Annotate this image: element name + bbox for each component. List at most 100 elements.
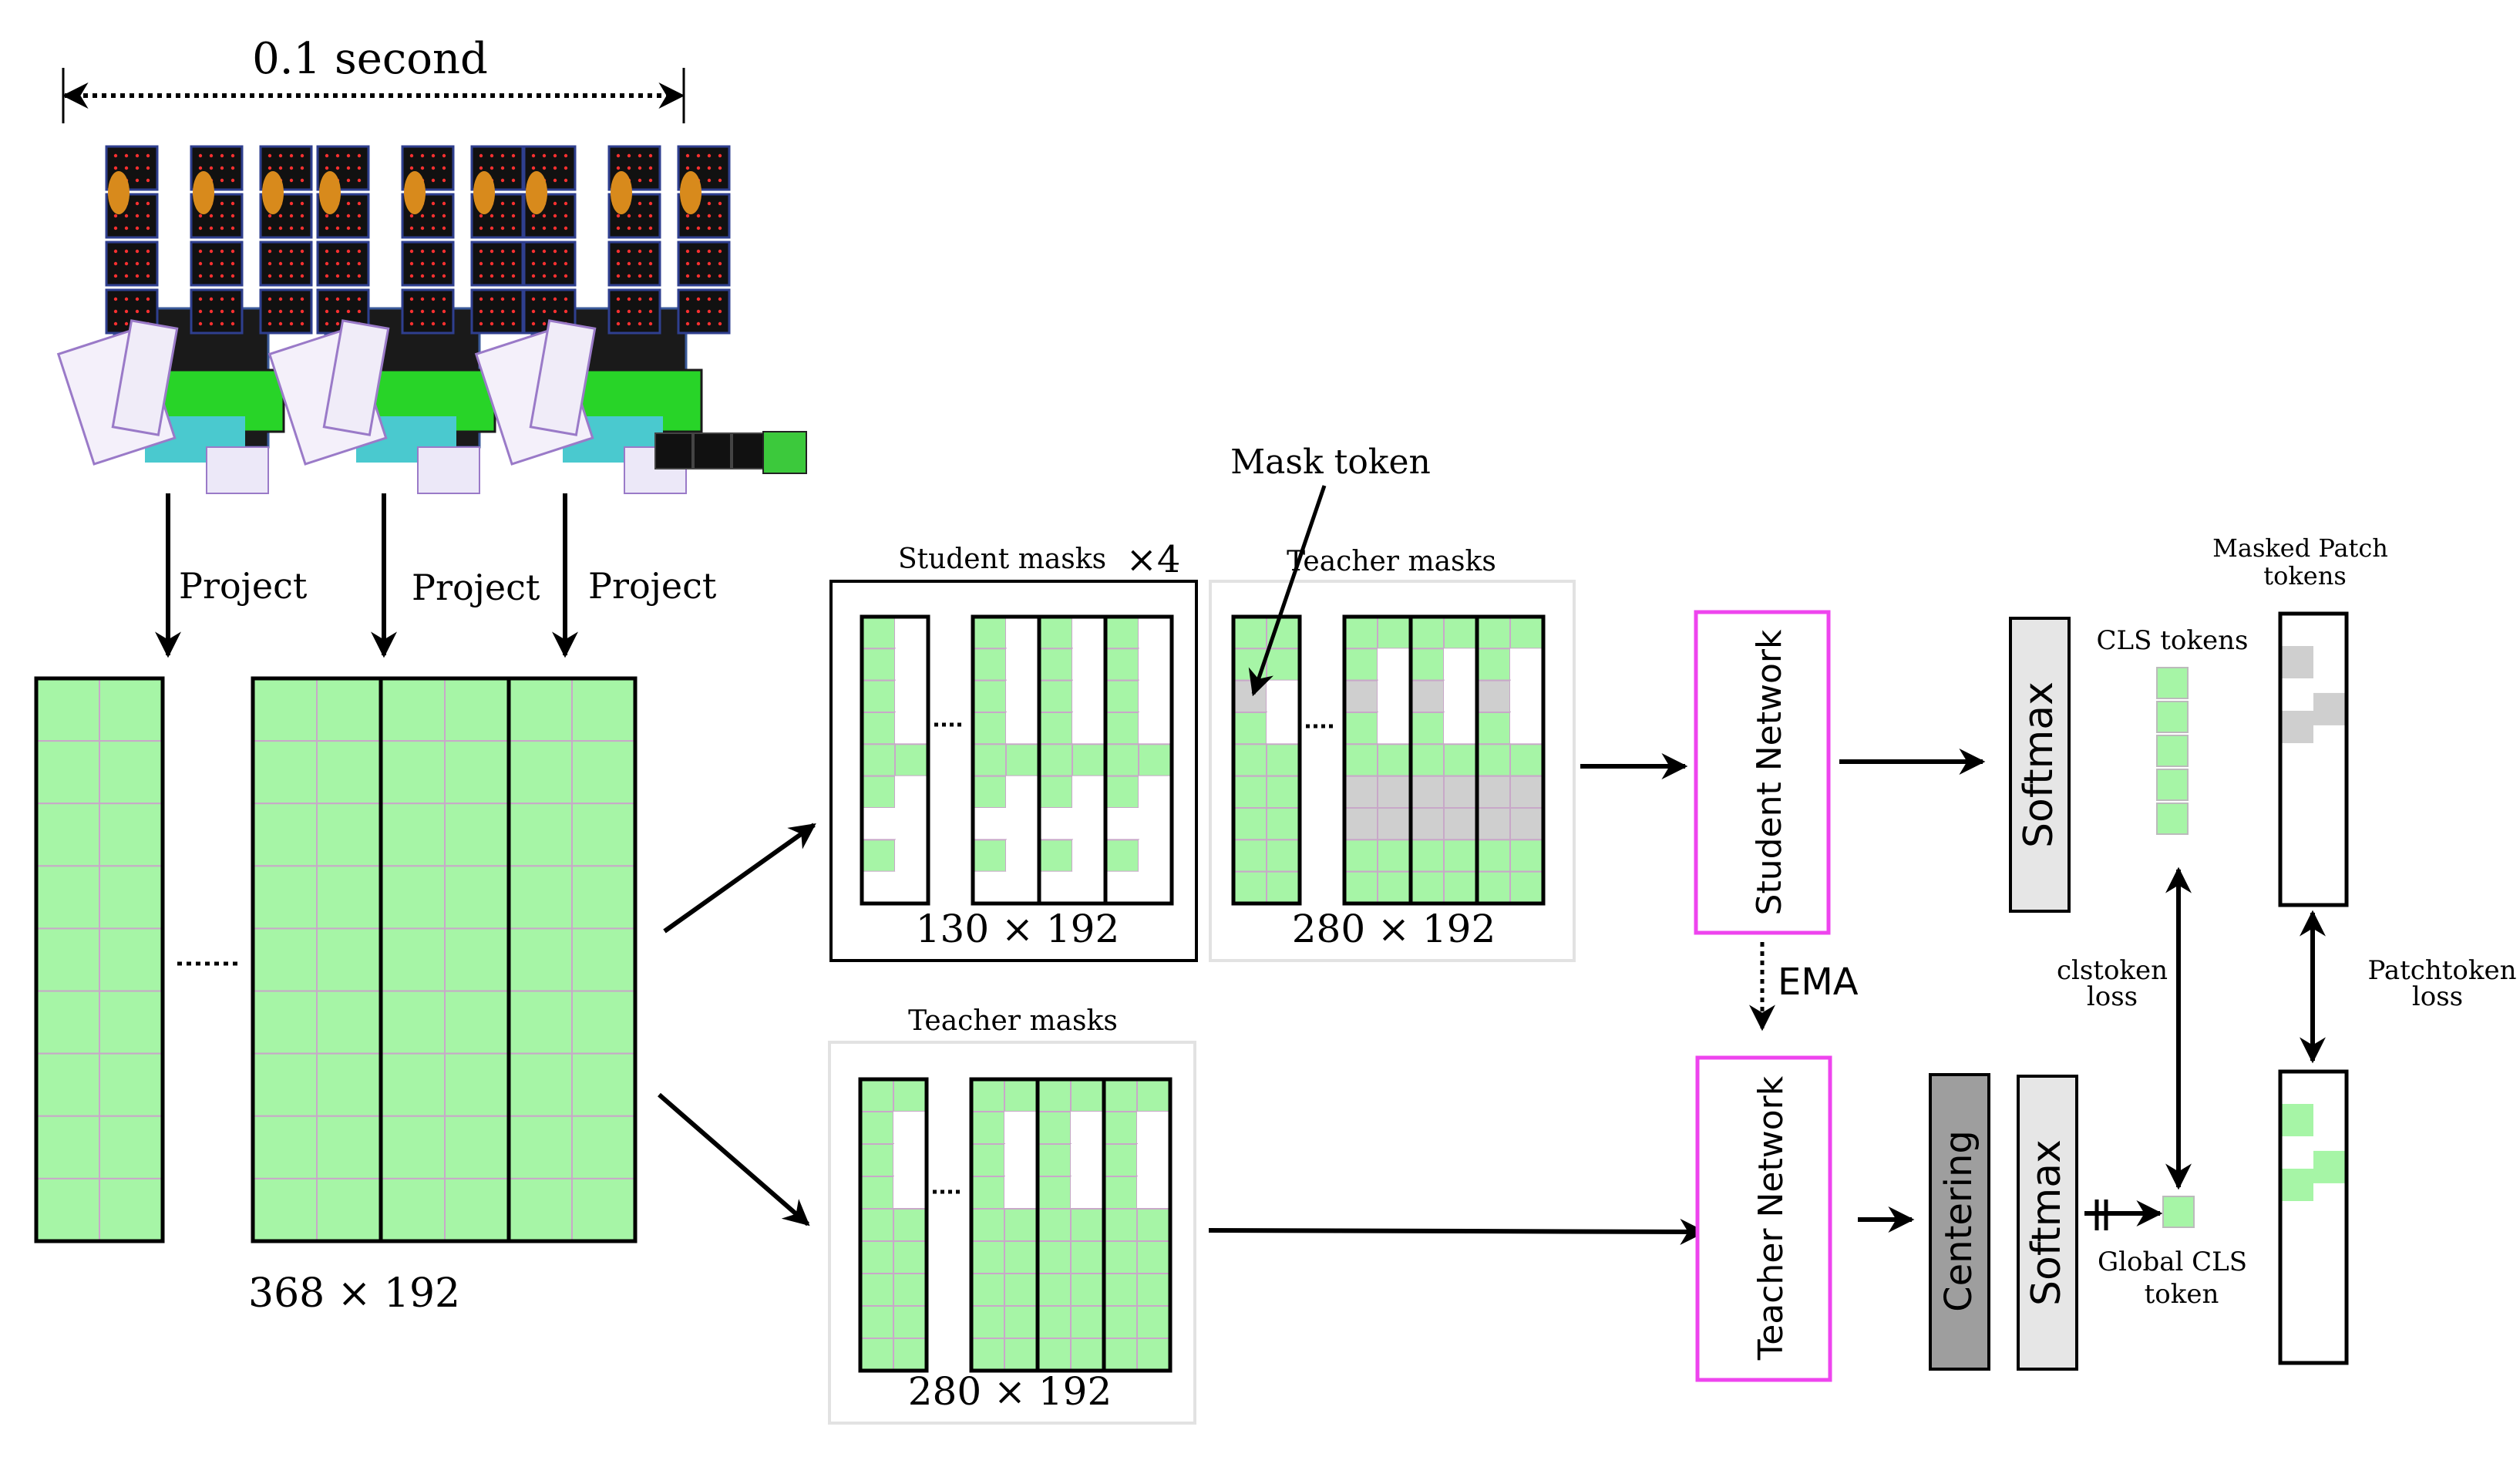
patch-cell: [1410, 743, 1445, 777]
patch-cell: [571, 865, 636, 930]
patch-cell: [1037, 1208, 1072, 1242]
teacher-top-column-3: [1408, 614, 1479, 906]
patch-cell: [1072, 871, 1105, 903]
patch-cell: [380, 678, 446, 742]
patch-cell: [1509, 839, 1544, 873]
patch-cell: [316, 1115, 382, 1179]
patch-cell: [1038, 743, 1073, 777]
patch-cell: [571, 1115, 636, 1179]
teacher-masks-bottom-size: 280 × 192: [908, 1369, 1112, 1414]
patch-cell: [1344, 870, 1378, 904]
patch-cell: [1006, 648, 1039, 681]
patch-cell: [99, 740, 163, 805]
patch-cell: [1105, 839, 1139, 873]
patch-cell: [1267, 712, 1300, 745]
patch-cell: [380, 990, 446, 1055]
patch-cell: [444, 678, 510, 742]
patch-cell: [380, 803, 446, 867]
patch-cell: [971, 1078, 1005, 1112]
patch-cell: [1004, 1240, 1038, 1274]
patch-cell: [1105, 775, 1139, 809]
patch-cell: [35, 803, 100, 867]
patch-cell: [1476, 870, 1511, 904]
patch-token: [2313, 692, 2347, 725]
patch-cell: [571, 803, 636, 867]
patch-cell: [444, 1177, 510, 1243]
patch-cell: [1344, 616, 1378, 650]
patch-cell: [895, 871, 928, 903]
student-mask-column-4: [1103, 614, 1174, 906]
patch-cell: [1233, 616, 1267, 650]
patch-cell: [861, 616, 896, 650]
patch-cell: [1139, 712, 1172, 745]
patch-cell: [971, 1273, 1005, 1307]
patch-cell: [508, 678, 573, 742]
patch-cell: [893, 1176, 927, 1209]
patch-cell: [1476, 807, 1511, 841]
patch-cell: [893, 1208, 927, 1242]
patch-cell: [1103, 1208, 1138, 1242]
patch-cell: [444, 740, 510, 805]
patch-cell: [1004, 1078, 1038, 1112]
patch-cell: [1004, 1144, 1038, 1176]
patch-cell: [1136, 1240, 1171, 1274]
patch-cell: [1105, 871, 1139, 903]
patch-cell: [1266, 839, 1300, 873]
patch-cell: [1266, 870, 1300, 904]
patch-token: [2280, 1169, 2313, 1201]
patch-cell: [508, 740, 573, 805]
robot-hand-1: [56, 145, 313, 494]
patch-cell: [1139, 808, 1172, 840]
patch-cell: [1071, 1144, 1104, 1176]
patch-cell: [1344, 648, 1378, 681]
patch-cell: [972, 648, 1007, 681]
main-patch-grid: [34, 676, 638, 1243]
patch-cell: [316, 927, 382, 992]
patch-cell: [1344, 807, 1378, 841]
trailing-tactile-strip: [654, 431, 807, 474]
patch-cell: [1070, 1305, 1105, 1339]
cls-tokens-label: CLS tokens: [2097, 625, 2249, 656]
student-mask-column-1: [860, 614, 930, 906]
teacher-masks-top-box: Teacher masks 280 × 192: [1209, 546, 1576, 962]
cls-token: [2156, 667, 2189, 699]
arrow-to-teacher-network: [1208, 1218, 1707, 1245]
patch-cell: [252, 678, 318, 742]
centering-block: Centering: [1929, 1073, 1990, 1371]
patch-cell: [1509, 807, 1544, 841]
student-masks-title: Student masks: [898, 543, 1106, 575]
student-mask-column-2: [971, 614, 1041, 906]
softmax-teacher: Softmax: [2017, 1075, 2078, 1371]
patch-cell: [895, 776, 928, 808]
global-cls-label-line2: token: [2145, 1279, 2219, 1310]
patch-cell: [1004, 1305, 1038, 1339]
patch-cell: [1072, 648, 1105, 681]
patch-cell: [508, 803, 573, 867]
patch-cell: [971, 1208, 1005, 1242]
patch-cell: [1233, 775, 1267, 809]
patch-cell: [1072, 743, 1106, 777]
softmax-student: Softmax: [2009, 617, 2071, 913]
patch-cell: [1443, 775, 1478, 809]
patch-cell: [1070, 1208, 1105, 1242]
timeline-label: 0.1 second: [252, 34, 488, 84]
patch-cell: [1004, 1208, 1038, 1242]
teacher-masks-bottom-title: Teacher masks: [908, 1005, 1118, 1037]
patch-cell: [972, 775, 1007, 809]
patch-cell: [1138, 743, 1173, 777]
patch-cell: [1476, 839, 1511, 873]
patch-cell: [316, 803, 382, 867]
patch-cell: [35, 990, 100, 1055]
patch-cell: [1443, 839, 1478, 873]
patch-cell: [571, 927, 636, 992]
patch-cell: [1004, 1112, 1038, 1144]
patch-cell: [1103, 1273, 1138, 1307]
masked-patch-tokens-teacher: [2278, 1069, 2349, 1365]
patch-token: [2280, 646, 2313, 678]
patch-cell: [1006, 871, 1039, 903]
patch-cell: [35, 678, 100, 742]
patch-cell: [252, 1052, 318, 1117]
patch-cell: [1006, 680, 1039, 712]
patch-cell: [893, 1273, 927, 1307]
patch-cell: [1139, 680, 1172, 712]
